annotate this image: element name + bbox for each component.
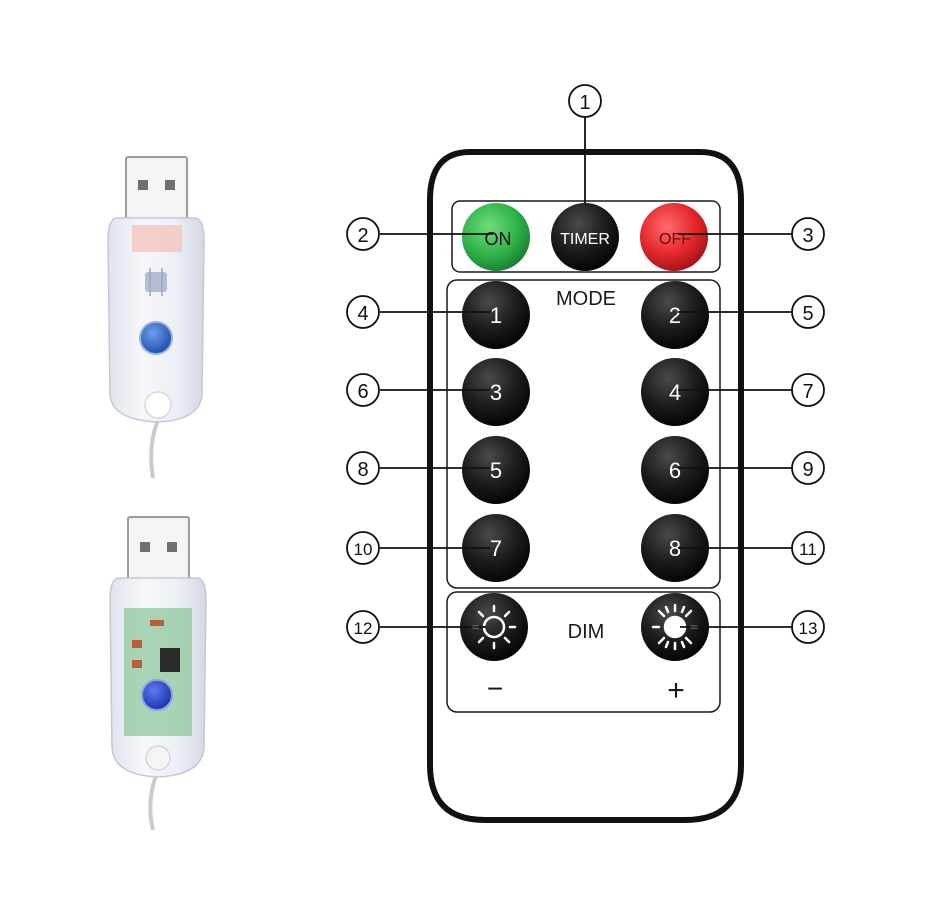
mode-section-frame (446, 279, 721, 589)
mode-button-6[interactable]: 6 (641, 436, 709, 504)
mode-button-3[interactable]: 3 (462, 358, 530, 426)
callout-badge: 9 (791, 451, 825, 485)
off-button[interactable]: OFF (640, 203, 708, 271)
usb-plug-slot (165, 180, 175, 190)
usb-plug (127, 516, 190, 581)
controller-housing (107, 217, 205, 423)
power-section-frame (451, 200, 721, 273)
callout-badge: 4 (346, 295, 380, 329)
callout-number: 2 (357, 225, 368, 247)
timer-button[interactable]: TIMER (551, 203, 619, 271)
mode-button-2[interactable]: 2 (641, 281, 709, 349)
off-button-label: OFF (659, 231, 691, 248)
remote-control: ON TIMER OFF MODE 1 2 3 4 (427, 149, 744, 823)
callout-badge: 3 (791, 217, 825, 251)
mode-button-4-label: 4 (669, 380, 681, 405)
controller-button[interactable] (141, 679, 173, 711)
mode-button-4[interactable]: 4 (641, 358, 709, 426)
dim-section-frame (446, 591, 721, 713)
usb-plug (125, 156, 188, 221)
mode-button-2-label: 2 (669, 303, 681, 328)
callout-badge: 11 (791, 531, 825, 565)
callout-badge: 12 (346, 610, 380, 644)
callout-number: 7 (802, 381, 813, 403)
callout-number: 11 (799, 540, 817, 559)
usb-controller-top (107, 156, 205, 479)
timer-button-label: TIMER (560, 231, 610, 248)
callout-number: 4 (357, 303, 368, 325)
mode-button-1-label: 1 (490, 303, 502, 328)
usb-plug-slot (138, 180, 148, 190)
callout-badge: 1 (568, 84, 602, 118)
circuit-board (124, 608, 192, 736)
mode-button-5-label: 5 (490, 458, 502, 483)
callout-number: 8 (357, 459, 368, 481)
callout-number: 3 (802, 225, 813, 247)
callout-number: 12 (354, 619, 373, 638)
chip-icon (145, 268, 167, 296)
usb-plug-slot (167, 542, 177, 552)
callout-badge: 5 (791, 295, 825, 329)
callout-badge: 13 (791, 610, 825, 644)
usb-cable (149, 419, 160, 479)
dim-down-button[interactable] (460, 593, 528, 661)
callout-number: 6 (357, 381, 368, 403)
callout-number: 5 (802, 303, 813, 325)
callout-badges: 1 2 3 4 5 6 7 8 (346, 84, 825, 644)
on-button-label: ON (485, 229, 512, 249)
dim-minus-label: − (487, 673, 503, 704)
mode-button-8[interactable]: 8 (641, 514, 709, 582)
dim-plus-label: + (667, 674, 685, 707)
usb-controller-bottom (109, 516, 207, 831)
callout-badge: 6 (346, 373, 380, 407)
callout-number: 13 (799, 619, 818, 638)
callout-badge: 7 (791, 373, 825, 407)
on-button[interactable]: ON (462, 203, 530, 271)
callout-number: 9 (802, 459, 813, 481)
callout-badge: 8 (346, 451, 380, 485)
led-bump (144, 391, 172, 419)
callout-leaders (380, 117, 792, 628)
usb-cable (148, 769, 160, 831)
callout-badge: 10 (346, 531, 380, 565)
callout-number: 1 (579, 92, 590, 114)
circuit-board (132, 225, 182, 252)
sun-filled-icon (651, 603, 699, 651)
mode-button-7[interactable]: 7 (462, 514, 530, 582)
mode-button-7-label: 7 (490, 536, 502, 561)
controller-button[interactable] (139, 321, 173, 355)
mode-label: MODE (556, 288, 616, 310)
mode-button-6-label: 6 (669, 458, 681, 483)
callout-badge: 2 (346, 217, 380, 251)
mode-button-5[interactable]: 5 (462, 436, 530, 504)
usb-plug-slot (140, 542, 150, 552)
dim-label: DIM (568, 621, 605, 643)
callout-number: 10 (354, 540, 373, 559)
dim-up-button[interactable] (641, 593, 709, 661)
mode-button-3-label: 3 (490, 380, 502, 405)
chip-icon (132, 620, 180, 672)
mode-button-8-label: 8 (669, 536, 681, 561)
led-bump (145, 745, 171, 771)
mode-button-1[interactable]: 1 (462, 281, 530, 349)
